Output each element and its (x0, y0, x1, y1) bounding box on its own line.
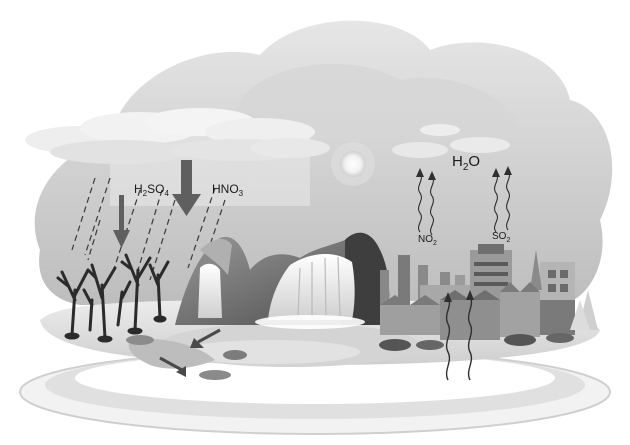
label-so2: SO2 (492, 231, 510, 244)
sky-cloud-mass (34, 20, 613, 305)
svg-text:SO2: SO2 (492, 231, 510, 244)
h2so4-main: H (134, 182, 143, 196)
hno3-main: HNO (212, 182, 239, 196)
h2o-main: H (452, 153, 463, 170)
h2so4-sub1: 2 (143, 189, 148, 198)
label-h2o: H2O (452, 153, 480, 173)
svg-text:H2O: H2O (452, 153, 480, 173)
svg-text:H2SO4: H2SO4 (134, 182, 169, 198)
h2so4-mid: SO (147, 182, 164, 196)
label-no2: NO2 (418, 234, 437, 247)
waterfall-icon (198, 254, 365, 329)
label-h2so4: H2SO4 (134, 182, 169, 198)
wavy-emission-arrow-icon (416, 166, 512, 381)
svg-text:NO2: NO2 (418, 234, 437, 247)
no2-main: NO (418, 234, 433, 245)
svg-text:HNO3: HNO3 (212, 182, 244, 198)
h2o-tail: O (468, 153, 480, 170)
dead-tree-icon (56, 253, 170, 343)
river-flow-arrows (159, 328, 221, 377)
factory-icon (379, 244, 598, 351)
hno3-sub: 3 (239, 189, 244, 198)
h2o-sub: 2 (463, 162, 469, 173)
sun-icon (331, 142, 375, 186)
lake (126, 323, 420, 380)
h2so4-sub2: 4 (164, 189, 169, 198)
cloud-icon (25, 108, 510, 206)
acid-rain-arrow-icon (113, 160, 201, 248)
so2-sub: 2 (506, 237, 510, 244)
so2-main: SO (492, 231, 507, 242)
label-hno3: HNO3 (212, 182, 244, 198)
no2-sub: 2 (433, 240, 437, 247)
